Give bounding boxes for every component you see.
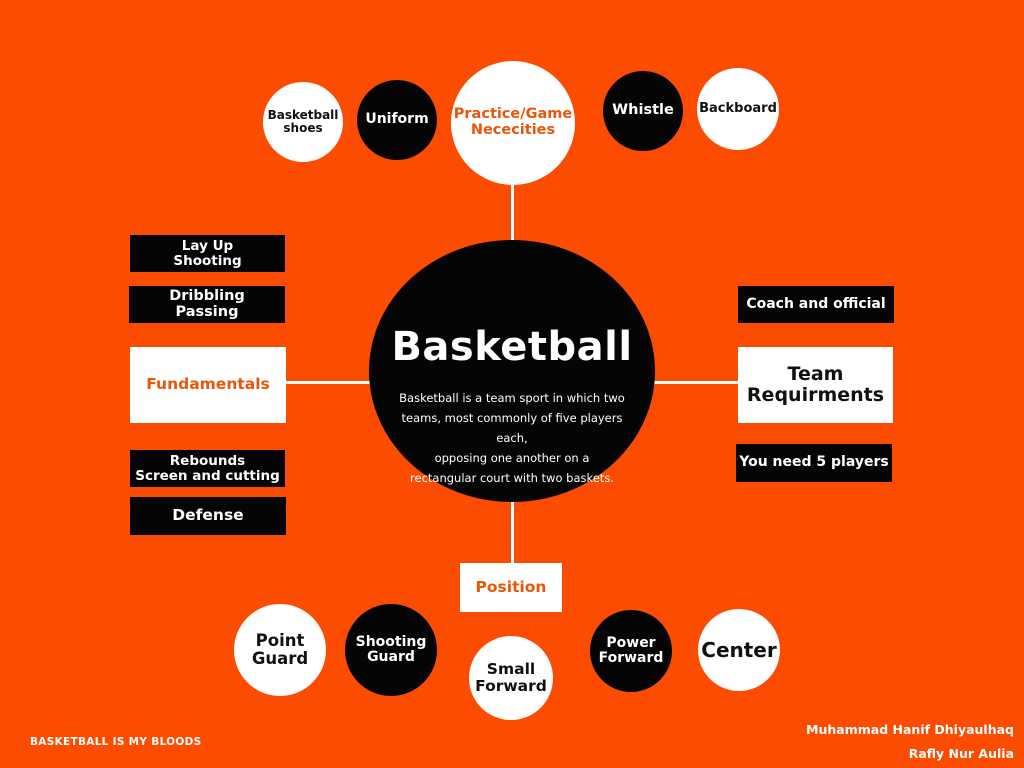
box-defense: Defense: [130, 497, 286, 535]
box-label: Coach and official: [746, 295, 886, 312]
footer-author-1: Muhammad Hanif Dhiyaulhaq: [806, 722, 1014, 737]
box-rebounds-screen: Rebounds Screen and cutting: [130, 450, 285, 487]
footer-author-2: Rafly Nur Aulia: [908, 746, 1014, 761]
box-label: Rebounds Screen and cutting: [135, 452, 280, 484]
center-node: Basketball Basketball is a team sport in…: [369, 240, 655, 502]
bottom-hub-node: Position: [460, 563, 562, 612]
top-hub-node: Practice/Game Nececities: [451, 61, 575, 185]
left-hub-label: Fundamentals: [146, 375, 270, 394]
connector-bottom: [511, 500, 514, 564]
right-hub-label: Team Requirments: [746, 363, 885, 406]
box-dribbling-passing: Dribbling Passing: [129, 286, 285, 323]
node-label: Center: [701, 638, 777, 662]
node-label: Uniform: [365, 111, 429, 128]
box-coach-official: Coach and official: [738, 286, 894, 323]
bottom-hub-label: Position: [475, 577, 547, 596]
node-whistle: Whistle: [603, 71, 683, 151]
box-label: Defense: [172, 506, 244, 525]
box-layup-shooting: Lay Up Shooting: [130, 235, 285, 272]
node-label: Shooting Guard: [355, 633, 427, 665]
node-label: Power Forward: [598, 634, 664, 666]
box-label: You need 5 players: [739, 454, 889, 471]
node-label: Small Forward: [475, 659, 547, 695]
top-hub-label: Practice/Game Nececities: [453, 106, 573, 138]
node-power-forward: Power Forward: [590, 610, 672, 692]
box-label: Dribbling Passing: [169, 287, 245, 320]
center-description: Basketball is a team sport in which two …: [399, 391, 625, 485]
node-label: Whistle: [612, 102, 674, 119]
node-small-forward: Small Forward: [469, 636, 553, 720]
node-label: Backboard: [699, 100, 777, 116]
node-shooting-guard: Shooting Guard: [345, 604, 437, 696]
node-point-guard: Point Guard: [234, 604, 326, 696]
node-uniform: Uniform: [357, 80, 437, 160]
node-basketball-shoes: Basketball shoes: [263, 82, 343, 162]
connector-left: [285, 381, 371, 384]
right-hub-node: Team Requirments: [738, 347, 893, 423]
node-backboard: Backboard: [697, 68, 779, 150]
footer-tagline: BASKETBALL IS MY BLOODS: [30, 736, 202, 748]
center-title: Basketball: [391, 324, 633, 370]
box-label: Lay Up Shooting: [173, 237, 242, 269]
connector-top: [511, 182, 514, 242]
box-five-players: You need 5 players: [736, 444, 892, 482]
node-center: Center: [698, 609, 780, 691]
node-label: Point Guard: [251, 630, 309, 668]
connector-right: [653, 381, 739, 384]
node-label: Basketball shoes: [267, 107, 339, 135]
left-hub-node: Fundamentals: [130, 347, 286, 423]
